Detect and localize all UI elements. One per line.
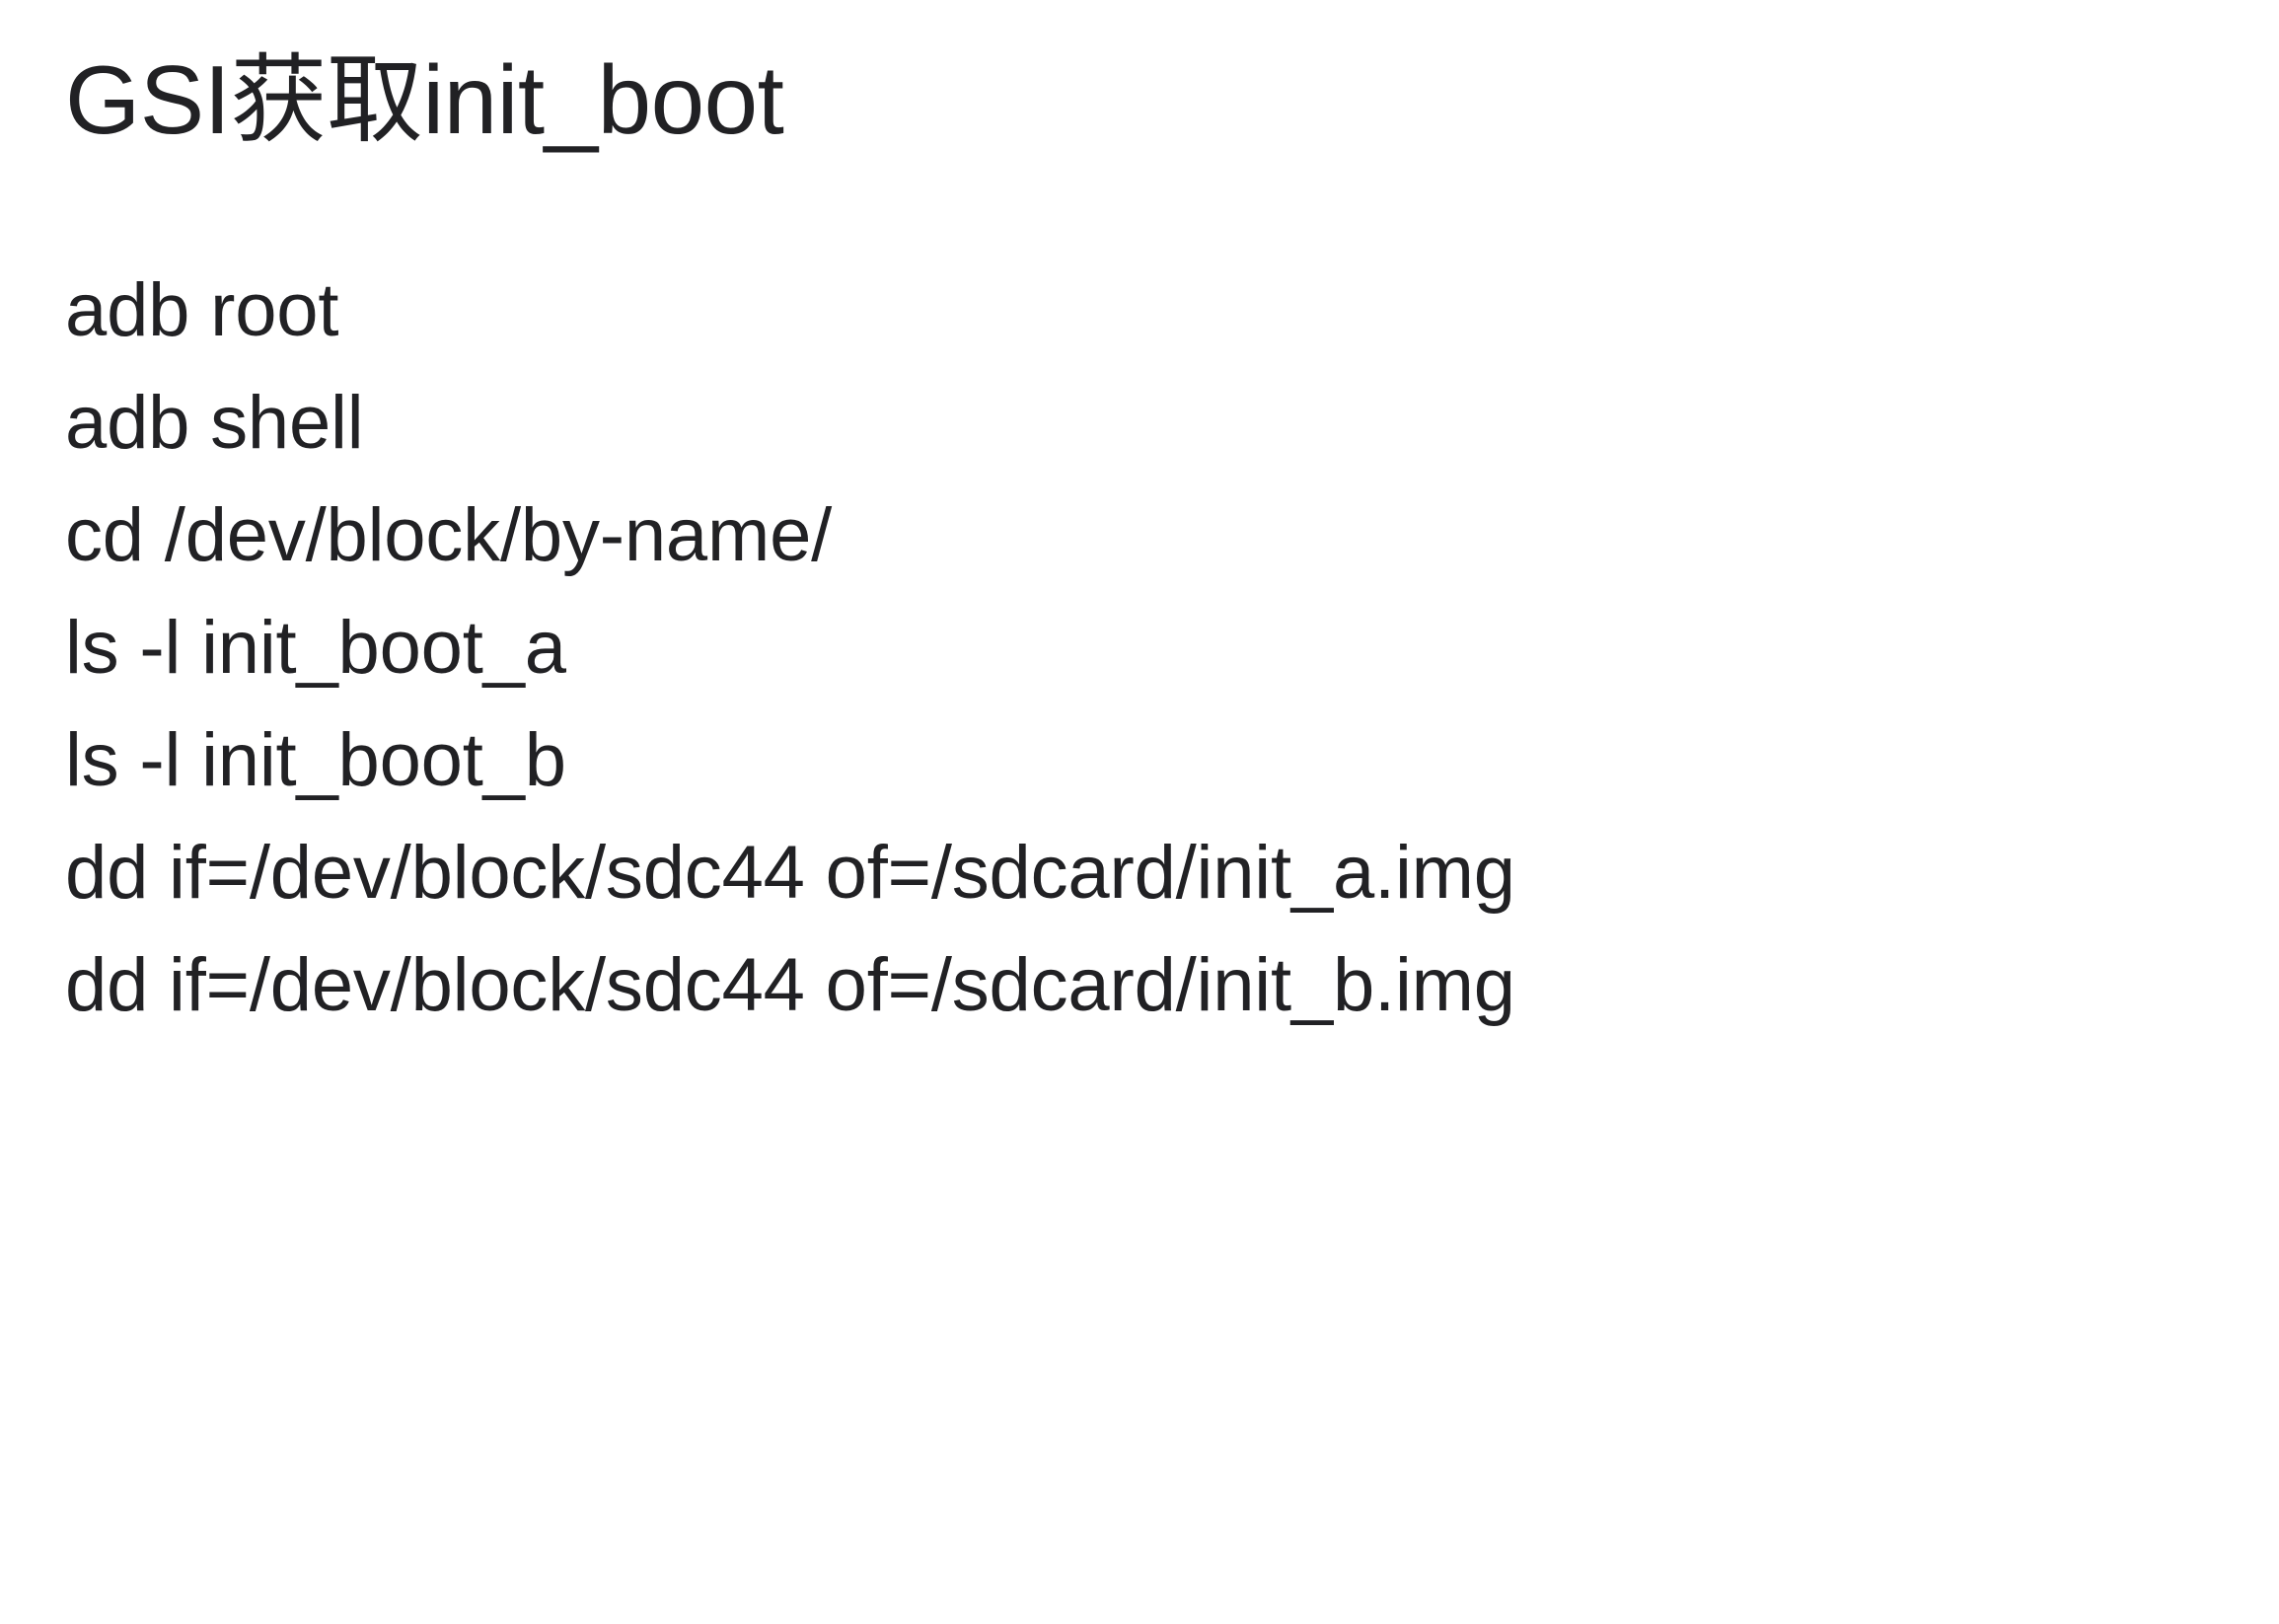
command-block: adb root adb shell cd /dev/block/by-name… bbox=[65, 255, 2240, 1042]
command-line: dd if=/dev/block/sdc44 of=/sdcard/init_a… bbox=[65, 831, 1515, 915]
command-line: ls -l init_boot_b bbox=[65, 718, 566, 802]
command-line: ls -l init_boot_a bbox=[65, 606, 566, 690]
page-title: GSI获取init_boot bbox=[65, 45, 784, 154]
command-line: cd /dev/block/by-name/ bbox=[65, 493, 833, 577]
command-line: adb shell bbox=[65, 381, 364, 465]
command-line: adb root bbox=[65, 268, 339, 352]
watermark bbox=[858, 1510, 1411, 1588]
article-body: GSI获取init_boot adb root adb shell cd /de… bbox=[65, 0, 2240, 1042]
command-line: dd if=/dev/block/sdc44 of=/sdcard/init_b… bbox=[65, 943, 1515, 1027]
